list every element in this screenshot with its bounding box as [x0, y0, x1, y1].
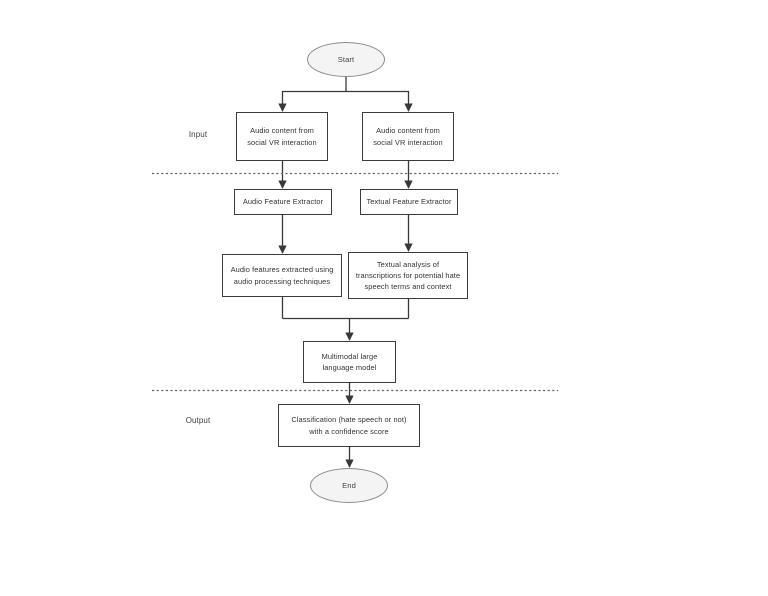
- node-start: Start: [307, 42, 385, 77]
- edge-start-to-audio-content-left: [278, 90, 346, 112]
- node-textual-analysis: Textual analysis of transcriptions for p…: [348, 252, 468, 299]
- node-audio-content-left: Audio content from social VR interaction: [236, 112, 328, 161]
- node-audio-feature-extractor: Audio Feature Extractor: [234, 189, 332, 215]
- node-multimodal-llm: Multimodal large language model: [303, 341, 396, 383]
- node-end: End: [310, 468, 388, 503]
- node-textual-feature-extractor: Textual Feature Extractor: [360, 189, 458, 215]
- node-audio-content-right: Audio content from social VR interaction: [362, 112, 454, 161]
- node-classification: Classification (hate speech or not) with…: [278, 404, 420, 447]
- node-audio-features: Audio features extracted using audio pro…: [222, 254, 342, 297]
- input-section-label: Input: [188, 130, 208, 139]
- output-section-label: Output: [185, 416, 211, 425]
- edge-start-to-audio-content-right: [346, 90, 413, 112]
